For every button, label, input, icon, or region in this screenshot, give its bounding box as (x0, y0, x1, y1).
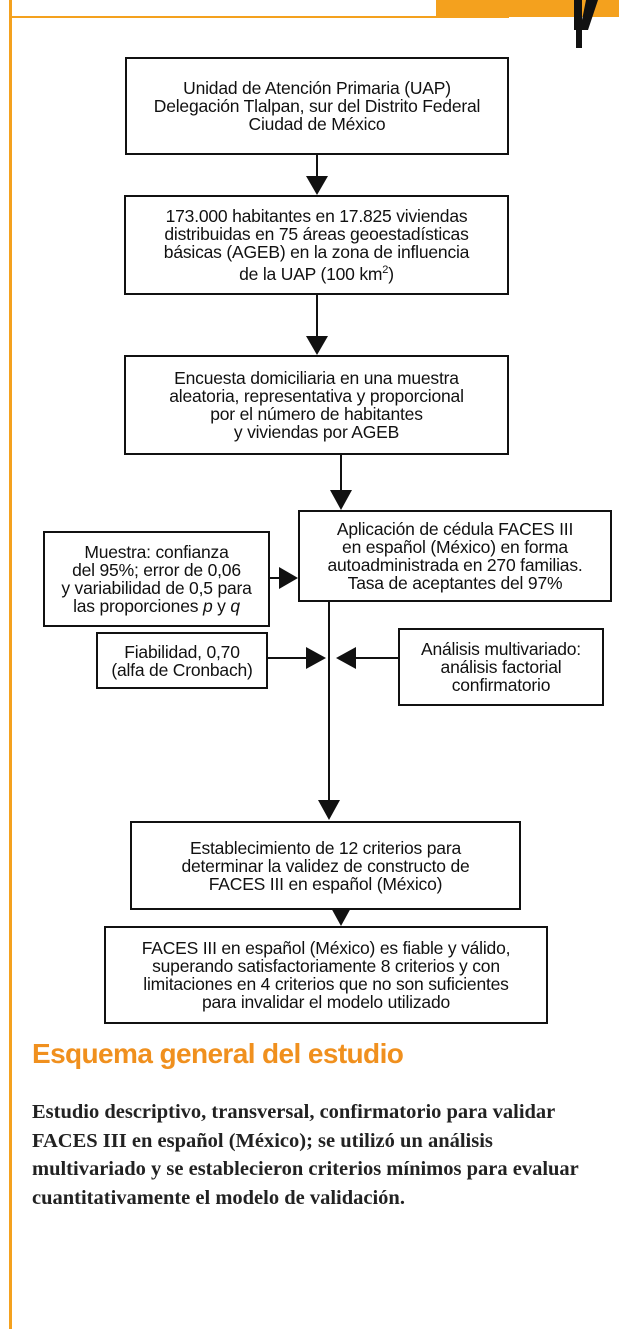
box-analisis-text: Análisis multivariado: análisis factoria… (421, 639, 581, 695)
muestra-p: p (202, 596, 213, 616)
muestra-q: q (230, 596, 240, 616)
box-habitantes: 173.000 habitantes en 17.825 viviendas d… (124, 195, 509, 295)
arrowhead (306, 647, 326, 669)
box-fiabilidad: Fiabilidad, 0,70 (alfa de Cronbach) (96, 632, 268, 689)
box-conclusion-text: FACES III en español (México) es fiable … (141, 938, 511, 1012)
box-criterios: Establecimiento de 12 criterios para det… (130, 821, 521, 910)
corner-tab (436, 0, 619, 17)
arrowhead (336, 647, 356, 669)
box-habitantes-text: 173.000 habitantes en 17.825 viviendas d… (163, 206, 470, 284)
arrowhead (330, 906, 352, 926)
box-encuesta: Encuesta domiciliaria en una muestra ale… (124, 355, 509, 455)
box-uap: Unidad de Atención Primaria (UAP) Delega… (125, 57, 509, 155)
arrowhead (306, 336, 328, 355)
muestra-y: y (212, 596, 231, 616)
muestra-main: Muestra: confianza del 95%; error de 0,0… (61, 542, 252, 616)
box-aplicacion-text: Aplicación de cédula FACES III en españo… (327, 519, 583, 593)
figure-icon (574, 0, 598, 48)
arrowhead (279, 567, 298, 589)
box-muestra-text: Muestra: confianza del 95%; error de 0,0… (61, 542, 252, 616)
box-analisis: Análisis multivariado: análisis factoria… (398, 628, 604, 706)
habitantes-superscript: 2 (382, 264, 389, 277)
arrowhead (330, 490, 352, 510)
box-aplicacion: Aplicación de cédula FACES III en españo… (298, 510, 612, 602)
habitantes-main: 173.000 habitantes en 17.825 viviendas d… (163, 206, 470, 284)
arrowhead (318, 800, 340, 820)
arrowhead (306, 176, 328, 195)
page-margin-rule (9, 0, 12, 1329)
flowchart-connectors (267, 153, 398, 926)
box-criterios-text: Establecimiento de 12 criterios para det… (181, 837, 470, 894)
page-top-rule (9, 16, 509, 18)
box-muestra: Muestra: confianza del 95%; error de 0,0… (43, 531, 270, 627)
habitantes-end: ) (388, 263, 394, 284)
box-encuesta-text: Encuesta domiciliaria en una muestra ale… (169, 368, 464, 442)
box-conclusion: FACES III en español (México) es fiable … (104, 926, 548, 1024)
section-summary: Estudio descriptivo, transversal, confir… (32, 1101, 579, 1209)
box-uap-text: Unidad de Atención Primaria (UAP) Delega… (153, 78, 481, 134)
section-title: Esquema general del estudio (32, 1038, 404, 1069)
box-fiabilidad-text: Fiabilidad, 0,70 (alfa de Cronbach) (111, 641, 253, 680)
